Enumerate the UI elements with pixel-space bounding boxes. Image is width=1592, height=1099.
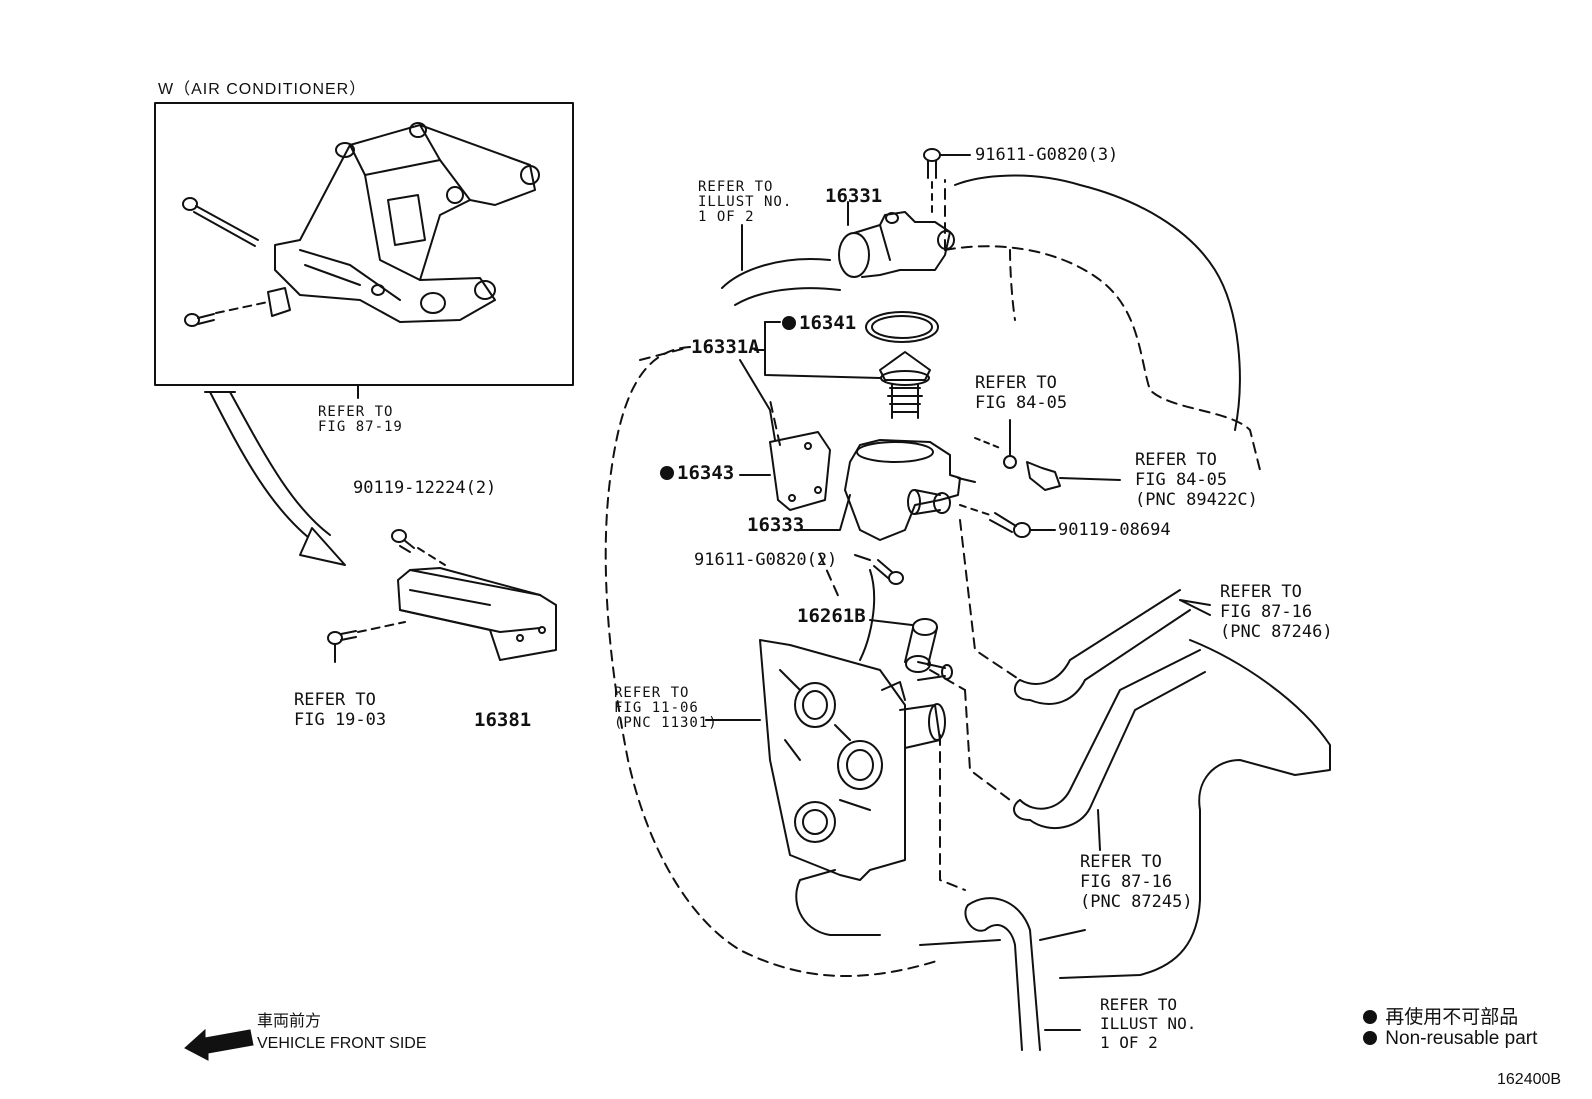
label-16333: 16333 xyxy=(747,514,805,536)
heater-pipe-87245 xyxy=(1013,649,1206,851)
label-90119-08694: 90119-08694 xyxy=(1058,520,1171,540)
gasket-16341 xyxy=(865,311,939,343)
water-pump xyxy=(705,639,946,881)
label-90119-12224: 90119-12224(2) xyxy=(353,478,497,498)
bolt-91611-g0820-3 xyxy=(923,148,971,213)
label-16331: 16331 xyxy=(825,185,883,207)
legend-dot-icon xyxy=(1363,1010,1377,1024)
bolt-refer-19-03 xyxy=(327,621,406,663)
bracket-16381-drawing xyxy=(397,567,557,661)
vehicle-front-en: VEHICLE FRONT SIDE xyxy=(257,1035,427,1052)
label-16341: 16341 xyxy=(782,313,856,333)
inset-title: W（AIR CONDITIONER） xyxy=(158,81,367,98)
pipe-16261b xyxy=(869,618,953,681)
label-91611-g0820-2: 91611-G0820(2) xyxy=(694,550,838,570)
label-16381: 16381 xyxy=(474,709,532,731)
label-91611-g0820-3: 91611-G0820(3) xyxy=(975,145,1119,165)
lower-hose xyxy=(964,897,1081,1051)
housing-16333 xyxy=(799,439,976,541)
water-inlet-16331 xyxy=(838,201,955,278)
heater-pipe-87246 xyxy=(1013,589,1211,705)
inset-frame xyxy=(154,102,574,386)
engine-outline xyxy=(604,179,1261,977)
leader-87-16-a xyxy=(1179,599,1211,606)
figure-id: 162400B xyxy=(1497,1071,1562,1088)
inset-to-part-arrow xyxy=(204,391,346,566)
leader-16331a xyxy=(739,321,881,441)
non-reusable-dot-icon xyxy=(660,466,674,480)
legend-dot-icon xyxy=(1363,1031,1377,1045)
bolt-90119-08694 xyxy=(959,504,1056,538)
vehicle-front-jp: 車両前方 xyxy=(257,1013,322,1030)
label-16331a: 16331A xyxy=(691,336,760,358)
thermostat xyxy=(879,351,931,419)
bolt-90119-12224 xyxy=(391,529,446,566)
non-reusable-dot-icon xyxy=(782,316,796,330)
ac-bracket-drawing xyxy=(274,122,540,323)
label-16343: 16343 xyxy=(660,463,734,483)
bolt-91611-g0820-2 xyxy=(854,554,904,585)
inset-long-bolt xyxy=(182,197,259,247)
vehicle-front-arrow-icon xyxy=(184,1028,254,1061)
engine-body-outline xyxy=(795,174,1331,979)
inset-short-bolt xyxy=(184,287,291,327)
gasket-16343 xyxy=(739,431,831,511)
temp-sensor xyxy=(974,419,1121,491)
legend-jp: 再使用不可部品 xyxy=(1363,1002,1518,1029)
upper-hose xyxy=(721,224,841,306)
label-16261b: 16261B xyxy=(797,605,866,627)
legend-en: Non-reusable part xyxy=(1363,1028,1537,1050)
